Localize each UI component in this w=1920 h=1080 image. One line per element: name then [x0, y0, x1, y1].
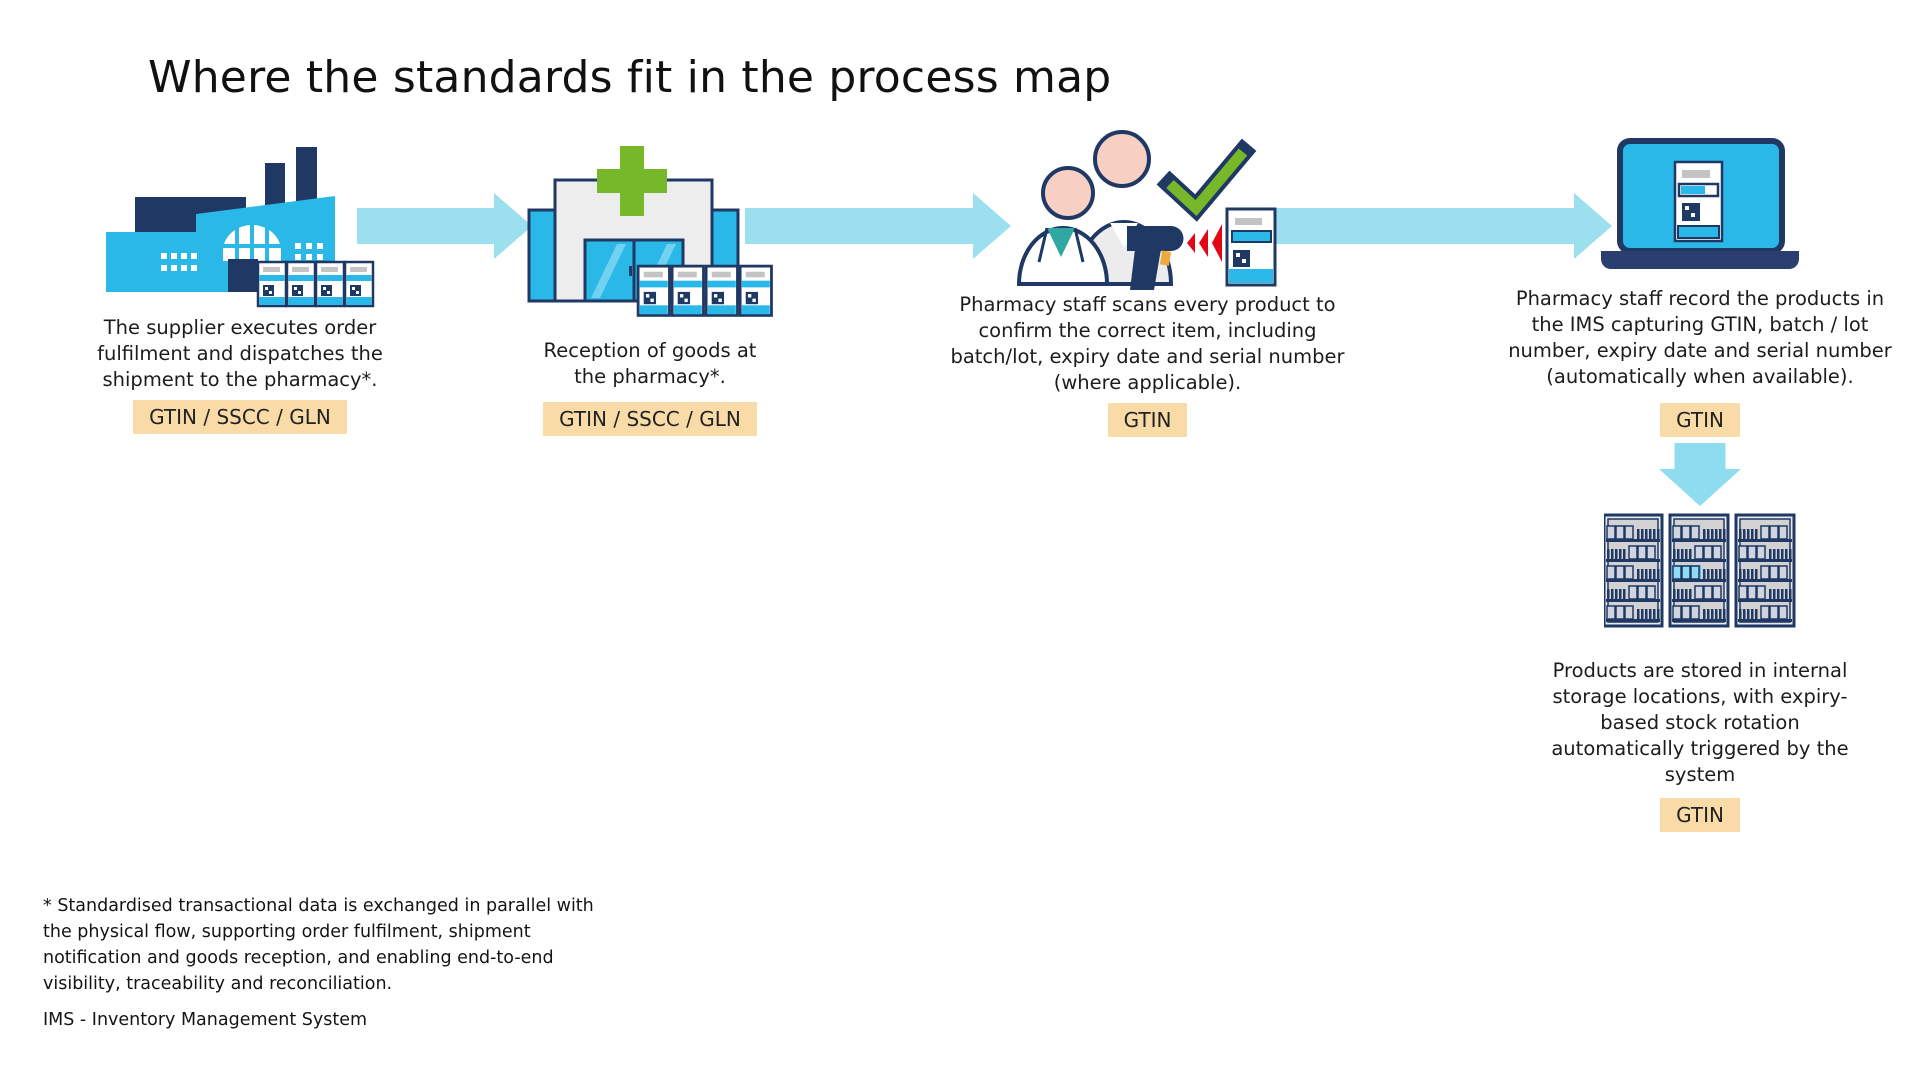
- product-box-on-screen: [1673, 160, 1724, 243]
- ims-abbreviation-footnote: IMS - Inventory Management System: [43, 1010, 368, 1030]
- factory-door: [228, 259, 258, 292]
- step-product-scanning: Pharmacy staff scans every product to co…: [935, 110, 1360, 437]
- standards-badge: GTIN / SSCC / GLN: [543, 402, 757, 436]
- packages-icon: [636, 264, 773, 317]
- footnotes: * Standardised transactional data is exc…: [43, 893, 618, 1033]
- storage-description: Products are stored in internal storage …: [1551, 659, 1849, 786]
- pharmacy-staff-scanner-icon: [1016, 130, 1277, 290]
- step-description: Pharmacy staff record the products in th…: [1508, 287, 1892, 388]
- laptop-base: [1601, 251, 1799, 269]
- page-title: Where the standards fit in the process m…: [148, 52, 1112, 103]
- step-description: Pharmacy staff scans every product to co…: [950, 293, 1345, 394]
- green-cross-icon: [597, 146, 667, 216]
- scan-beam-icon: [1187, 224, 1222, 262]
- step-ims-recording: Pharmacy staff record the products in th…: [1500, 125, 1900, 832]
- standards-badge: GTIN / SSCC / GLN: [133, 400, 347, 434]
- step-description: The supplier executes order fulfilment a…: [97, 316, 383, 391]
- pharmacy-building-icon: [527, 146, 773, 317]
- standards-badge: GTIN: [1660, 798, 1740, 832]
- step-description: Reception of goods at the pharmacy*.: [543, 339, 757, 388]
- standards-badge: GTIN: [1107, 403, 1188, 437]
- standards-badge: GTIN: [1660, 403, 1740, 437]
- factory-icon: [106, 147, 375, 308]
- product-box-icon: [1225, 207, 1277, 287]
- barcode-scanner-icon: [1127, 226, 1184, 290]
- asterisk-footnote: * Standardised transactional data is exc…: [43, 896, 594, 994]
- storage-shelves-icon: [1604, 513, 1796, 628]
- down-arrow-icon: [1659, 443, 1741, 506]
- step-goods-reception: Reception of goods at the pharmacy*. GTI…: [495, 138, 805, 436]
- staff-front-person: [1016, 166, 1110, 286]
- packages-icon: [256, 260, 375, 308]
- checkmark-icon: [1156, 138, 1257, 222]
- laptop-ims-icon: [1601, 138, 1799, 269]
- step-supplier-dispatch: The supplier executes order fulfilment a…: [70, 118, 410, 434]
